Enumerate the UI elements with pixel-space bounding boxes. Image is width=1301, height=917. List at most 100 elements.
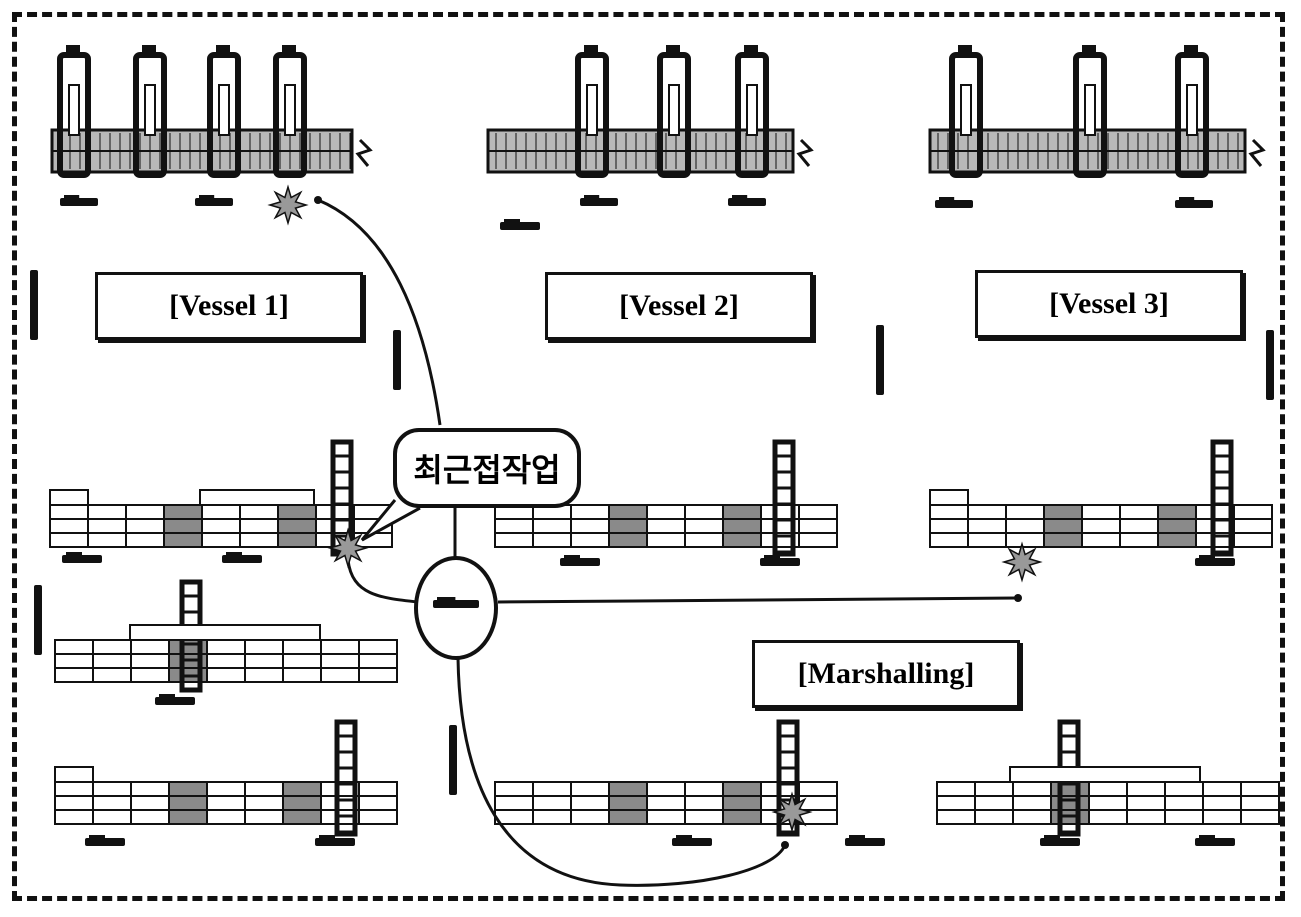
smudge-top [764, 555, 780, 560]
smudge-top [1044, 835, 1060, 840]
container-cell [1202, 809, 1242, 825]
container-cell [201, 504, 241, 520]
container-cell [929, 518, 969, 534]
container-cell [49, 532, 89, 548]
container-cell [1081, 518, 1121, 534]
smudge-top [226, 552, 242, 557]
container-cell [1164, 795, 1204, 811]
smudge-top [504, 219, 520, 224]
container-cell [358, 795, 398, 811]
quay-label-6 [935, 197, 973, 208]
smudge-top [89, 835, 105, 840]
marshalling-job-star [771, 791, 813, 833]
container-cell [1240, 795, 1280, 811]
container-cell [54, 809, 94, 825]
container-cell [54, 667, 94, 683]
container-cell [722, 781, 762, 797]
container-cell [358, 809, 398, 825]
container-cell [239, 532, 279, 548]
container-cell [608, 781, 648, 797]
container-cell [684, 532, 724, 548]
container-cell [54, 653, 94, 669]
container-cell [87, 504, 127, 520]
container-cell [570, 795, 610, 811]
container-cell [532, 518, 572, 534]
container-cell [282, 781, 322, 797]
vessel1-job-star [267, 184, 309, 226]
hull-break-mark [355, 138, 373, 167]
container-cell [1157, 532, 1197, 548]
vessel2-quay-crane-3 [735, 45, 769, 178]
container-cell [684, 795, 724, 811]
yard-crane-3 [1210, 439, 1234, 557]
container-cell [1005, 518, 1045, 534]
container-cell [320, 653, 360, 669]
container-cell [929, 532, 969, 548]
container-cell [92, 809, 132, 825]
container-cell [684, 518, 724, 534]
quay-label-7 [1175, 197, 1213, 208]
container-cell [282, 653, 322, 669]
vessel3-label: [Vessel 3] [975, 270, 1243, 338]
container-cell [722, 809, 762, 825]
container-cell [206, 795, 246, 811]
container-cell [570, 518, 610, 534]
route-to-yard1 [346, 559, 419, 604]
container-cell [646, 518, 686, 534]
container-cell [320, 667, 360, 683]
side-label-4 [1266, 330, 1274, 400]
container-cell [244, 781, 284, 797]
route-end-dot [314, 196, 322, 204]
container-cell [1233, 532, 1273, 548]
container-cell [163, 532, 203, 548]
smudge-top [1199, 835, 1215, 840]
crane-frame [657, 52, 691, 178]
container-cell [206, 781, 246, 797]
container-cell [163, 504, 203, 520]
yard-crane-frame [772, 439, 796, 557]
yard-crane-6 [776, 719, 800, 837]
side-label-1 [30, 270, 38, 340]
container-cell [1164, 781, 1204, 797]
quay-label-3 [580, 195, 618, 206]
container-cell [1164, 809, 1204, 825]
container-cell [130, 653, 170, 669]
container-cell [130, 667, 170, 683]
container-cell [798, 504, 838, 520]
vsmudge-bar [30, 270, 38, 340]
container-cell [244, 795, 284, 811]
crane-frame [133, 52, 167, 178]
container-cell [532, 781, 572, 797]
container-cell [358, 781, 398, 797]
container-cell [1012, 809, 1052, 825]
vessel1-quay-crane-1 [57, 45, 91, 178]
container-cell [798, 781, 838, 797]
container-cell [125, 504, 165, 520]
crane-window [1084, 84, 1096, 136]
container-cell [967, 518, 1007, 534]
hull-break-mark [1248, 138, 1266, 167]
crane-window [586, 84, 598, 136]
container-cell [1202, 795, 1242, 811]
vessel3-quay-crane-1 [949, 45, 983, 178]
container-cell [1157, 504, 1197, 520]
container-cell [608, 532, 648, 548]
container-cell [494, 532, 534, 548]
yard-label-12 [1195, 835, 1235, 846]
smudge-top [199, 195, 215, 200]
container-cell [1233, 518, 1273, 534]
container-cell [494, 795, 534, 811]
vsmudge-bar [393, 330, 401, 390]
container-cell [494, 518, 534, 534]
smudge-top [1199, 555, 1215, 560]
container-cell [1043, 504, 1083, 520]
diagram-frame [12, 12, 1285, 901]
container-cell [532, 795, 572, 811]
container-cell [1012, 795, 1052, 811]
container-cell [684, 809, 724, 825]
yard-label-6 [155, 694, 195, 705]
yard-crane-frame [334, 719, 358, 837]
container-cell [282, 809, 322, 825]
container-cell [92, 667, 132, 683]
